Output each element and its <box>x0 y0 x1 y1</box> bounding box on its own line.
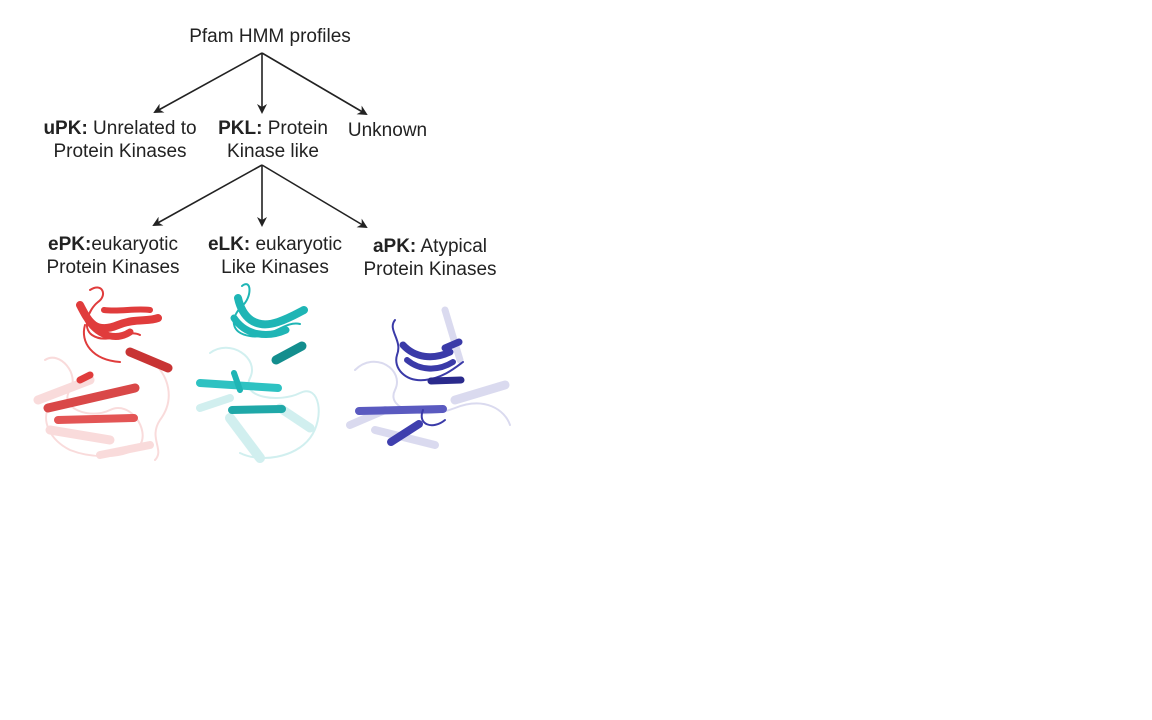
node-elk-abbr: eLK: <box>207 234 251 255</box>
node-epk-abbr: ePK: <box>48 234 92 255</box>
node-epk-line2: Protein Kinases <box>46 257 180 278</box>
node-unknown-label: Unknown <box>347 120 428 141</box>
node-pkl-line1: Protein <box>262 118 328 139</box>
arrow-pkl-to-epk <box>152 164 263 226</box>
node-pkl: PKL: Protein Kinase like <box>208 117 338 163</box>
node-apk-abbr: aPK: <box>372 236 417 257</box>
arrow-root-to-upk <box>153 52 263 113</box>
node-upk: uPK: Unrelated to Protein Kinases <box>30 117 210 163</box>
node-apk-line1: Atypical <box>416 236 488 257</box>
arrow-pkl-to-apk <box>261 164 368 229</box>
protein-structure-cyan-icon <box>196 283 320 463</box>
root-node-label: Pfam HMM profiles <box>170 25 370 48</box>
protein-structure-red-icon <box>33 286 173 461</box>
node-pkl-abbr: PKL: <box>218 118 263 139</box>
node-elk: eLK: eukaryotic Like Kinases <box>196 233 354 279</box>
arrow-root-to-unknown <box>261 52 368 116</box>
node-apk-line2: Protein Kinases <box>363 259 497 280</box>
node-upk-line2: Protein Kinases <box>53 141 187 162</box>
node-elk-line2: Like Kinases <box>221 257 329 278</box>
node-apk: aPK: Atypical Protein Kinases <box>350 235 510 281</box>
node-elk-line1: eukaryotic <box>250 234 343 255</box>
node-upk-line1: Unrelated to <box>87 118 197 139</box>
node-epk: ePK:eukaryotic Protein Kinases <box>38 233 188 279</box>
node-pkl-line2: Kinase like <box>227 141 319 162</box>
root-label-text: Pfam HMM profiles <box>189 26 351 47</box>
node-upk-abbr: uPK: <box>43 118 88 139</box>
node-unknown: Unknown <box>340 119 435 142</box>
protein-structure-blue-icon <box>346 306 511 449</box>
node-epk-line1: eukaryotic <box>91 234 178 255</box>
